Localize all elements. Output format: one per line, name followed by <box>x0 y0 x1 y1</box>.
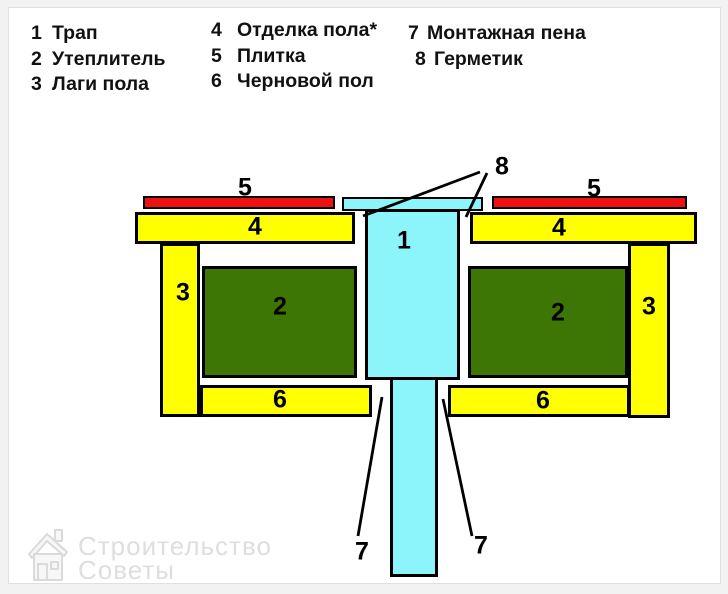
legend-number: 3 <box>31 73 42 95</box>
label-sealant: 8 <box>495 152 509 181</box>
legend-label: Лаги пола <box>52 73 149 95</box>
label-finish-right: 4 <box>552 213 566 242</box>
insulation-left <box>202 266 357 378</box>
tile-layer-right <box>492 196 687 209</box>
legend-item-sealant: 8 Герметик <box>415 47 586 73</box>
label-tile-right: 5 <box>587 174 601 203</box>
label-subfloor-right: 6 <box>536 386 550 415</box>
legend-item-foam: 7 Монтажная пена <box>408 21 586 47</box>
drain-flange <box>342 197 483 211</box>
drain-body <box>365 209 460 380</box>
house-door <box>37 563 48 581</box>
watermark-text: Строительство Советы <box>78 531 272 585</box>
insulation-right <box>468 266 628 378</box>
house-roof <box>28 533 68 559</box>
label-insulation-right: 2 <box>551 298 565 327</box>
legend-item-drain: 1 Трап <box>31 21 165 47</box>
legend-label: Отделка пола* <box>237 19 378 41</box>
label-finish-left: 4 <box>248 212 262 241</box>
subfloor-right <box>448 385 630 417</box>
label-joist-right: 3 <box>642 292 656 321</box>
legend-number: 1 <box>31 22 42 44</box>
label-foam-right: 7 <box>474 531 488 560</box>
legend-item-insulation: 2 Утеплитель <box>31 47 165 73</box>
legend-column-2: 4 Отделка пола* 5 Плитка 6 Черновой пол <box>211 18 377 95</box>
legend-item-subfloor: 6 Черновой пол <box>211 69 377 95</box>
floor-joist-right <box>628 243 670 418</box>
house-chimney <box>54 529 63 542</box>
tile-layer-left <box>143 196 335 209</box>
legend-number: 6 <box>211 70 222 92</box>
house-icon <box>28 529 68 581</box>
label-joist-left: 3 <box>176 278 190 307</box>
watermark: Строительство Советы <box>26 524 272 586</box>
watermark-line2: Советы <box>78 555 175 585</box>
legend-item-joists: 3 Лаги пола <box>31 72 165 98</box>
floor-finish-left <box>135 212 355 244</box>
label-tile-left: 5 <box>238 173 252 202</box>
legend-number: 4 <box>211 19 222 41</box>
legend-label: Плитка <box>237 44 306 67</box>
legend-column-3: 7 Монтажная пена 8 Герметик <box>408 21 586 72</box>
legend-label: Трап <box>52 22 98 44</box>
house-window <box>50 561 59 570</box>
label-drain: 1 <box>397 226 411 255</box>
legend-item-floor-finish: 4 Отделка пола* <box>211 18 377 44</box>
watermark-line1: Строительство <box>78 531 272 561</box>
label-foam-left: 7 <box>355 537 369 566</box>
legend-label: Черновой пол <box>237 70 374 92</box>
label-subfloor-left: 6 <box>273 385 287 414</box>
legend-label: Утеплитель <box>52 47 166 70</box>
legend-number: 8 <box>415 47 426 70</box>
legend-label: Монтажная пена <box>427 22 586 44</box>
legend-column-1: 1 Трап 2 Утеплитель 3 Лаги пола <box>31 21 165 98</box>
legend-number: 5 <box>211 44 222 67</box>
legend-label: Герметик <box>434 47 523 70</box>
legend-number: 7 <box>408 22 419 44</box>
floor-joist-left <box>160 243 200 417</box>
floor-finish-right <box>470 212 697 244</box>
label-insulation-left: 2 <box>273 292 287 321</box>
legend-item-tile: 5 Плитка <box>211 44 377 70</box>
legend-number: 2 <box>31 47 42 70</box>
drain-pipe <box>390 376 438 577</box>
